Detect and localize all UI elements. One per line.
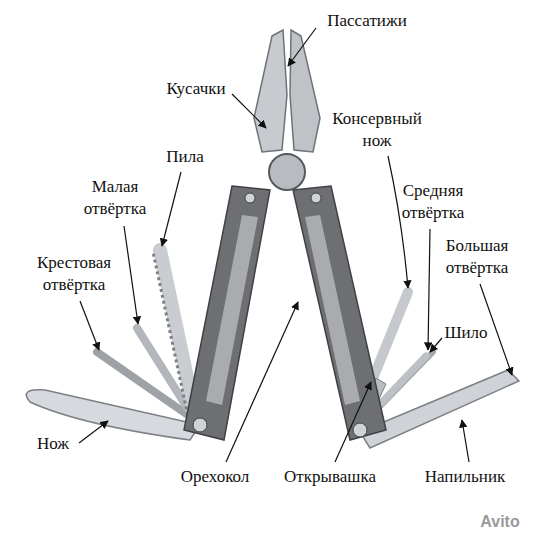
rivet bbox=[311, 193, 321, 203]
handle-insert bbox=[305, 215, 360, 405]
pliers-jaw bbox=[290, 30, 320, 152]
part-label: Открывашка bbox=[284, 466, 376, 488]
part-label: Орехокол bbox=[181, 466, 250, 488]
handle-insert bbox=[206, 215, 258, 405]
part-label: Кусачки bbox=[166, 78, 225, 100]
leader-line bbox=[124, 226, 138, 324]
part-label: Консервный нож bbox=[320, 108, 435, 152]
leader-line bbox=[335, 382, 371, 462]
leader-line bbox=[80, 301, 99, 350]
part-label: Малая отвёртка bbox=[70, 176, 160, 220]
rivet bbox=[353, 423, 367, 437]
part-label: Большая отвёртка bbox=[430, 235, 525, 279]
part-label: Крестовая отвёртка bbox=[19, 252, 129, 296]
leader-line bbox=[428, 229, 430, 350]
leader-line bbox=[162, 172, 181, 246]
part-label: Средняя отвёртка bbox=[386, 180, 481, 224]
part-label: Напильник bbox=[425, 466, 505, 488]
leader-line bbox=[462, 420, 469, 462]
part-label: Шило bbox=[444, 322, 487, 344]
knife-blade bbox=[26, 390, 200, 440]
saw-teeth bbox=[153, 252, 189, 421]
rivet bbox=[193, 418, 207, 432]
leader-line bbox=[288, 28, 316, 66]
file-blade bbox=[360, 370, 519, 448]
leader-line bbox=[79, 421, 108, 443]
rivet bbox=[245, 193, 255, 203]
leader-line bbox=[232, 94, 266, 128]
leader-line bbox=[430, 338, 442, 352]
handle bbox=[293, 186, 386, 440]
handle bbox=[184, 186, 270, 440]
pliers-jaw bbox=[254, 30, 287, 152]
watermark: Avito bbox=[480, 512, 519, 533]
pivot bbox=[269, 154, 305, 190]
part-label: Нож bbox=[37, 433, 69, 455]
part-label: Пила bbox=[166, 146, 203, 168]
part-label: Пассатижи bbox=[327, 10, 407, 32]
leader-line bbox=[226, 302, 298, 462]
